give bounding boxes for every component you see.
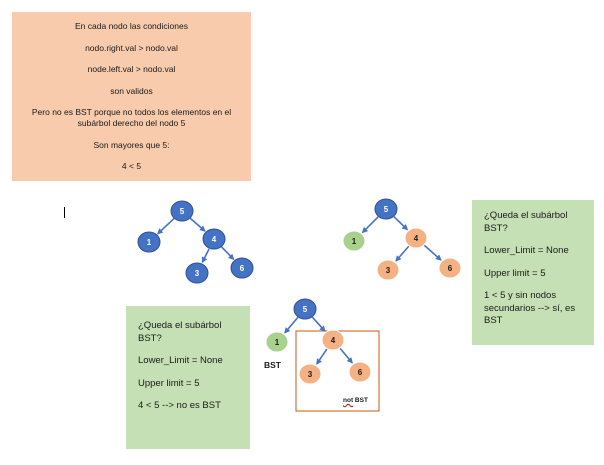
text-cursor <box>64 207 65 218</box>
tree-edge <box>284 316 299 334</box>
bst-label: BST <box>264 360 281 370</box>
right-note-question: ¿Queda el subárbol BST? <box>484 210 568 234</box>
not-word: not <box>343 397 354 404</box>
left-subtree-note: ¿Queda el subárbol BST? Lower_Limit = No… <box>126 306 250 449</box>
note-line-4: son validos <box>110 85 153 96</box>
tree-node <box>376 259 400 281</box>
right-note-upper: Upper limit = 5 <box>484 267 546 279</box>
tree-node-label: 4 <box>212 235 217 244</box>
tree-node <box>348 361 372 383</box>
right-subtree-note: ¿Queda el subárbol BST? Lower_Limit = No… <box>472 200 594 345</box>
tree-2: 5 1 4 3 6 <box>342 198 462 281</box>
tree-node <box>170 200 194 222</box>
tree-node-label: 6 <box>358 368 363 377</box>
tree-node <box>230 257 254 279</box>
tree-node <box>404 227 428 249</box>
tree-edge <box>316 348 328 365</box>
tree-node-label: 5 <box>303 305 308 314</box>
tree-node <box>293 298 317 320</box>
tree-node-label: 6 <box>448 264 453 273</box>
left-note-result: 4 < 5 --> no es BST <box>138 400 221 411</box>
tree-node <box>137 231 161 253</box>
tree-node <box>321 329 345 351</box>
tree-node <box>202 228 226 250</box>
conditions-note: En cada nodo las condiciones nodo.right.… <box>12 12 251 181</box>
note-line-1: En cada nodo las condiciones <box>75 21 188 31</box>
left-note-lower: Lower_Limit = None <box>138 355 223 366</box>
tree-edge <box>423 244 442 261</box>
right-note-lower: Lower_Limit = None <box>484 245 569 256</box>
left-note-question: ¿Queda el subárbol BST? <box>138 320 222 344</box>
note-line-2: nodo.right.val > nodo.val <box>85 42 178 53</box>
tree-node-label: 3 <box>386 266 391 275</box>
note-line-7: 4 < 5 <box>121 161 142 171</box>
tree-edge <box>201 248 210 264</box>
tree-node-label: 5 <box>384 205 389 214</box>
tree-node-label: 5 <box>180 207 185 216</box>
right-note-result: 1 < 5 y sin nodos secundarios --> sí, es… <box>484 290 576 326</box>
tree-node-label: 3 <box>195 269 200 278</box>
tree-3: 5 1 4 3 6 <box>265 298 372 385</box>
tree-node-label: 1 <box>352 237 357 246</box>
tree-1: 5 1 4 3 6 <box>137 200 254 284</box>
note-line-6: Son mayores que 5: <box>93 139 170 150</box>
tree-node-label: 3 <box>308 370 313 379</box>
not-bst-label: not BST <box>343 397 368 404</box>
tree-node-label: 6 <box>240 264 245 273</box>
tree-node <box>374 198 398 220</box>
tree-node-label: 4 <box>331 336 336 345</box>
left-note-upper: Upper limit = 5 <box>138 377 200 389</box>
tree-node <box>185 262 209 284</box>
tree-node <box>298 363 322 385</box>
note-line-5: Pero no es BST porque no todos los eleme… <box>31 107 232 128</box>
tree-node <box>265 331 289 353</box>
bst-word: BST <box>353 397 368 404</box>
tree-node-label: 1 <box>275 338 280 347</box>
tree-edge <box>339 347 353 364</box>
tree-edge <box>395 245 410 262</box>
tree-node-label: 1 <box>147 238 152 247</box>
tree-node <box>438 257 462 279</box>
tree-edge <box>361 216 379 234</box>
note-line-3: node.left.val > nodo.val <box>87 64 176 74</box>
tree-edge <box>393 216 409 231</box>
tree-edge <box>189 217 206 232</box>
tree-node <box>342 230 366 252</box>
tree-edge <box>221 246 235 261</box>
tree-node-label: 4 <box>414 234 419 243</box>
tree-edge <box>157 217 175 235</box>
tree-edge <box>311 316 326 332</box>
